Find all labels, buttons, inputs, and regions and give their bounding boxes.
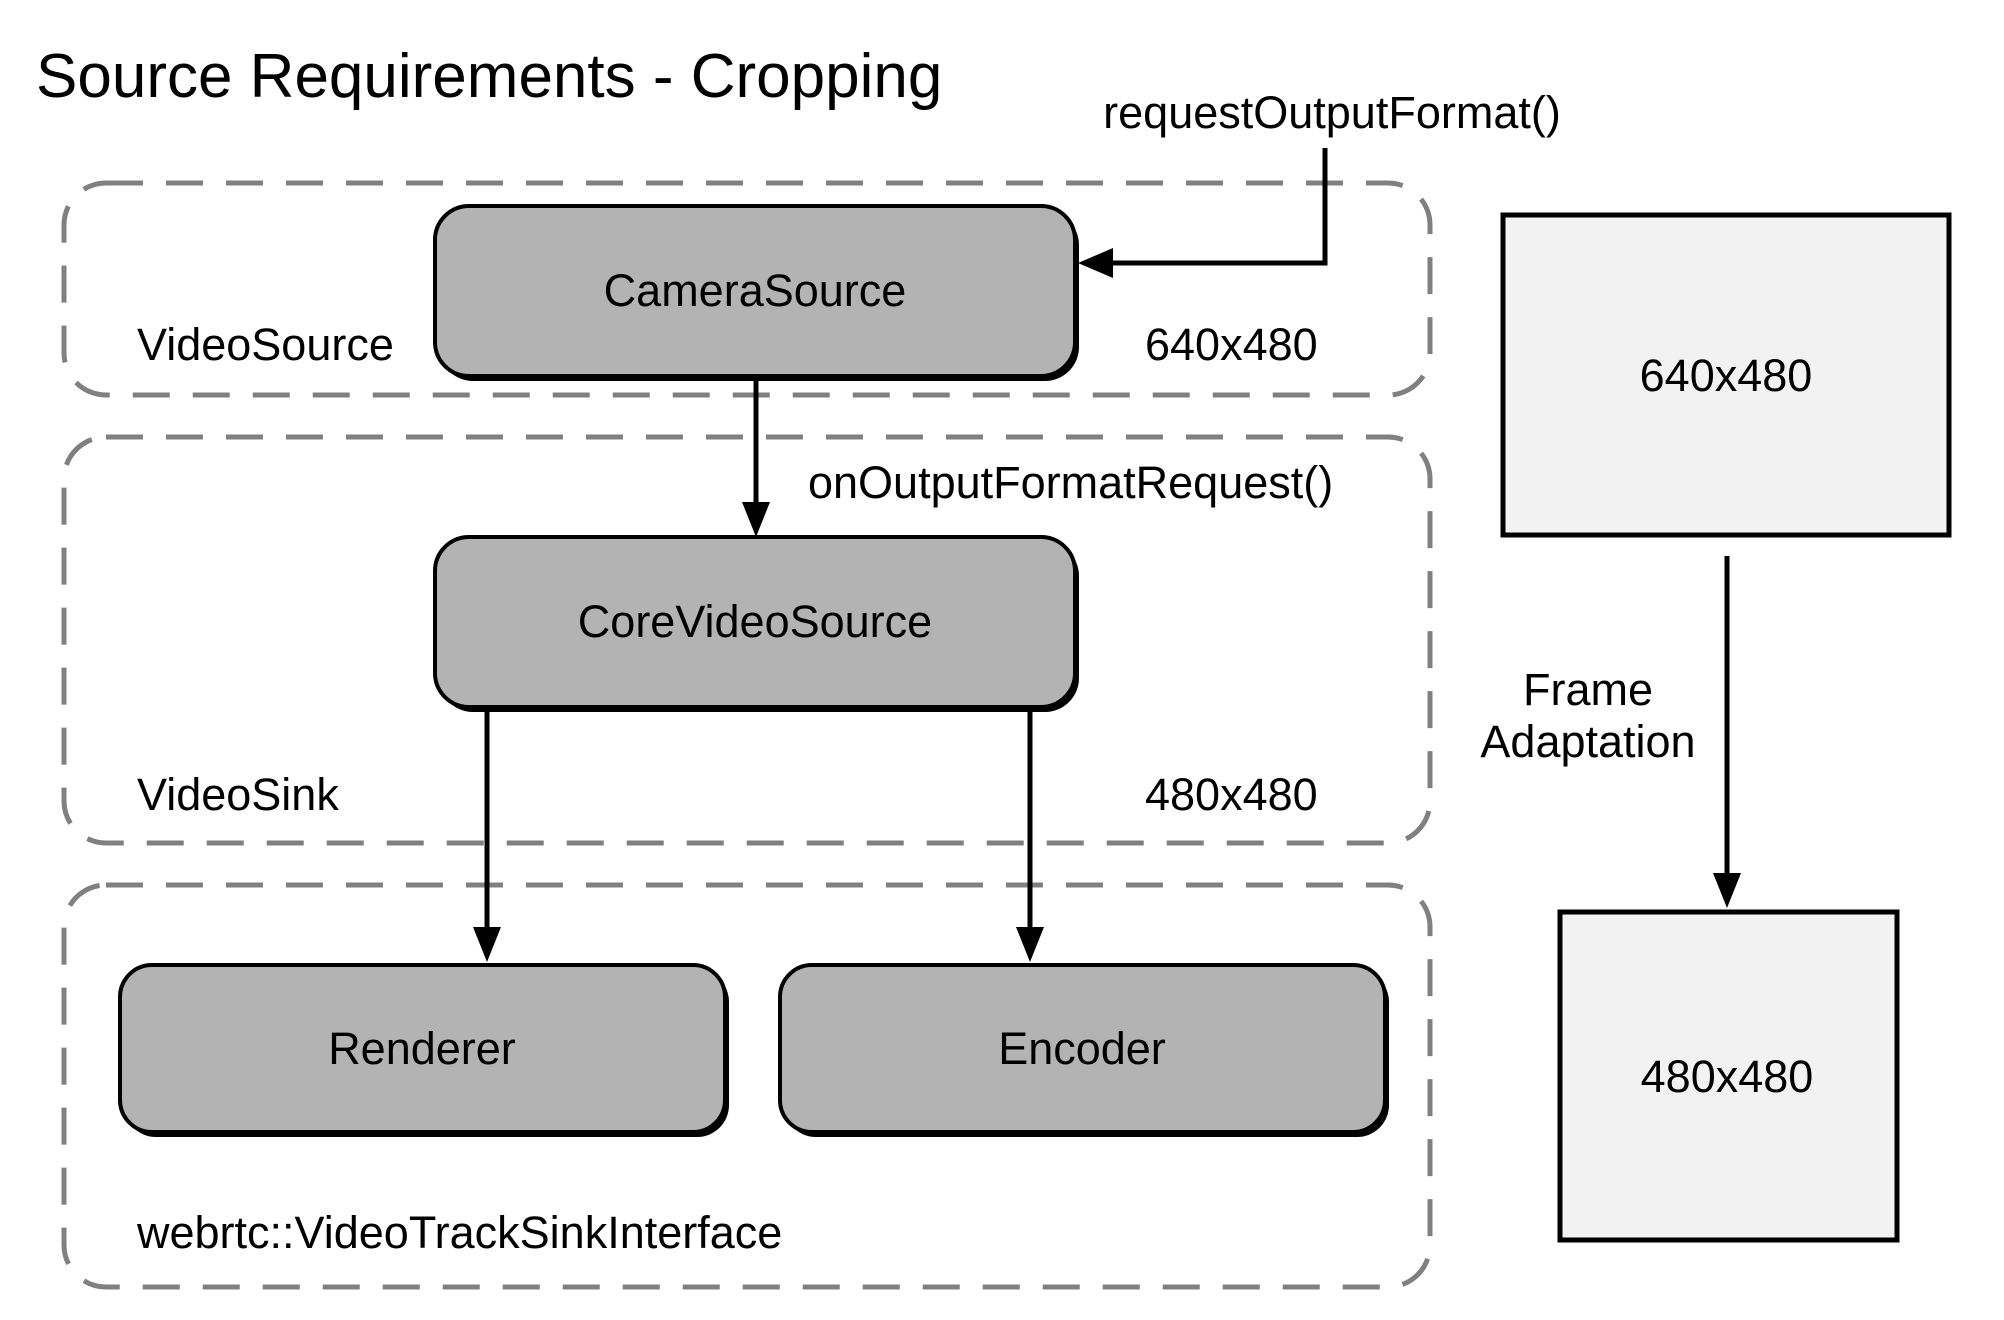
encoder-label: Encoder — [998, 1023, 1166, 1074]
core-to-renderer-arrow — [473, 712, 501, 962]
core-to-encoder-arrow — [1016, 712, 1044, 962]
renderer-node — [118, 963, 727, 1134]
webrtc-sink-label: webrtc::VideoTrackSinkInterface — [136, 1207, 782, 1258]
frame-640-rect — [1500, 212, 1952, 538]
camera-source-node — [433, 204, 1077, 378]
video-sink-label: VideoSink — [137, 769, 339, 820]
frame-adaptation-label-line2: Adaptation — [1480, 716, 1695, 767]
camera-source-label: CameraSource — [604, 265, 907, 316]
arrowhead-down-icon — [473, 927, 501, 962]
video-source-label: VideoSource — [137, 319, 394, 370]
on-output-format-request-label: onOutputFormatRequest() — [808, 457, 1333, 508]
frame-adaptation-label-line1: Frame — [1523, 664, 1653, 715]
frame-640-label: 640x480 — [1640, 350, 1813, 401]
frame-adaptation-arrow — [1713, 556, 1741, 908]
request-output-format-label: requestOutputFormat() — [1103, 87, 1561, 138]
request-output-format-arrow — [1078, 148, 1328, 278]
camera-to-core-arrow — [742, 381, 770, 537]
page-title: Source Requirements - Cropping — [36, 42, 942, 111]
arrowhead-down-icon — [1713, 873, 1741, 908]
frame-480-label: 480x480 — [1641, 1051, 1814, 1102]
encoder-node — [778, 963, 1387, 1134]
arrowhead-down-icon — [742, 502, 770, 537]
arrowhead-left-icon — [1078, 248, 1113, 278]
video-sink-container — [61, 434, 1433, 846]
arrowhead-down-icon — [1016, 927, 1044, 962]
renderer-label: Renderer — [328, 1023, 516, 1074]
core-video-source-label: CoreVideoSource — [578, 596, 932, 647]
video-source-container — [61, 180, 1433, 398]
frame-480-rect — [1557, 909, 1900, 1243]
video-source-resolution: 640x480 — [1145, 319, 1318, 370]
video-sink-resolution: 480x480 — [1145, 769, 1318, 820]
core-video-source-node — [433, 535, 1077, 709]
webrtc-sink-container — [61, 882, 1433, 1290]
